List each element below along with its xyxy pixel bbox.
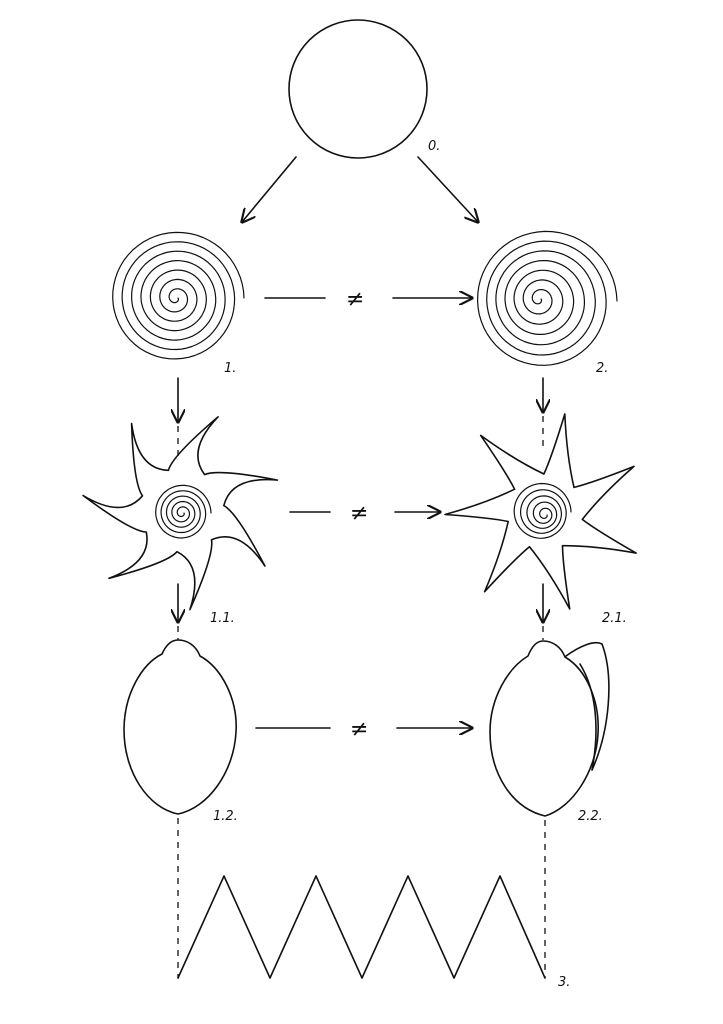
label-1-1: 1.1. <box>210 611 235 626</box>
not-equal-row3: ≠ <box>350 717 368 742</box>
label-2: 2. <box>596 361 608 376</box>
arrow-0-to-2 <box>417 156 478 222</box>
origin-circle <box>288 19 428 159</box>
lemon-2-2 <box>489 640 610 817</box>
star-1-1 <box>82 416 279 611</box>
arrow-0-to-1 <box>242 156 297 222</box>
lemon-1-2 <box>123 639 237 815</box>
label-2-2: 2.2. <box>578 809 603 824</box>
label-1-2: 1.2. <box>213 809 238 824</box>
label-0: 0. <box>428 139 440 154</box>
label-1: 1. <box>224 361 236 376</box>
not-equal-row2: ≠ <box>350 501 368 526</box>
not-equal-row1: ≠ <box>346 287 364 312</box>
star-2-1 <box>444 413 637 610</box>
label-3: 3. <box>558 975 570 990</box>
spiral-2 <box>477 230 618 366</box>
zigzag-3 <box>177 875 546 979</box>
spiral-1 <box>112 231 245 360</box>
label-2-1: 2.1. <box>602 611 627 626</box>
